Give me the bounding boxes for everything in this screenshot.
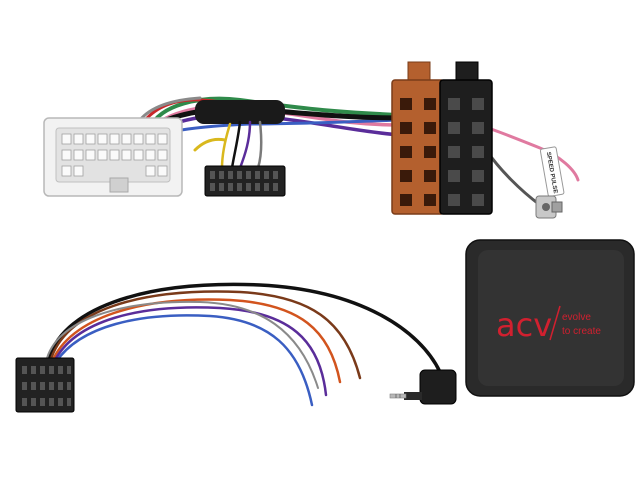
wire-gray: [138, 96, 202, 122]
tape-wrap: [195, 100, 285, 124]
wire-to-small-connector-c: [220, 122, 232, 170]
antenna-plug: [535, 195, 563, 219]
wire-antenna: [484, 148, 542, 207]
stereo-jack-plug: [389, 369, 457, 405]
speed-pulse-tag: SPEED PULSE: [539, 146, 565, 197]
iso-power-connector-brown: [391, 61, 445, 215]
wire-to-small-connector-b: [230, 120, 242, 170]
white-vehicle-connector: [43, 117, 183, 197]
brand-logo-acv: acv: [496, 306, 552, 344]
white-connector-pins: [61, 133, 168, 177]
wire-yellow: [193, 137, 227, 152]
brand-slogan-line2: to create: [562, 326, 601, 337]
wire-to-small-connector-d: [256, 120, 263, 170]
wire-speed-pulse: [486, 126, 580, 182]
logo-brand: acv evolve to create: [496, 305, 601, 344]
wire-purple-lower: [52, 306, 328, 397]
wire-brown: [48, 290, 362, 380]
wire-blue-lower: [54, 314, 314, 407]
brand-slogan-line1: evolve: [562, 312, 591, 323]
small-black-connector-upper: [204, 165, 286, 197]
wire-to-small-connector-a: [238, 120, 252, 170]
wire-orange: [50, 298, 342, 384]
wire-black-long: [46, 282, 442, 374]
small-black-connector-lower: [15, 357, 75, 413]
interface-box: acv evolve to create: [465, 239, 635, 397]
lower-wires: [45, 282, 442, 407]
iso-speaker-connector-black: [439, 61, 493, 215]
wire-gray-lower: [45, 300, 319, 389]
